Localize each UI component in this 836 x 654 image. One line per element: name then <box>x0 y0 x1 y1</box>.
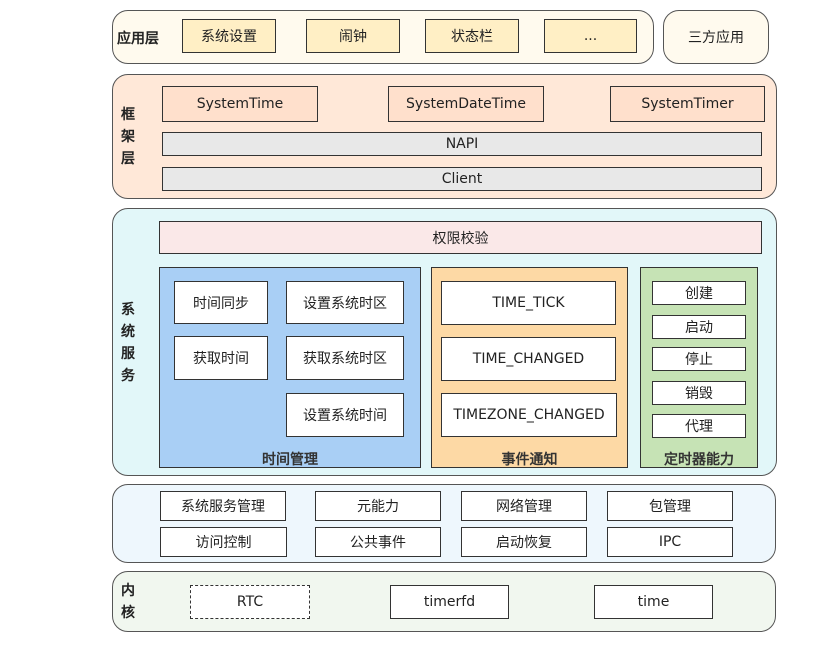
infra-access-control: 访问控制 <box>160 527 287 557</box>
time-item-set-time: 设置系统时间 <box>286 393 404 437</box>
app-item-alarm: 闹钟 <box>306 19 400 53</box>
infra-common-event: 公共事件 <box>315 527 441 557</box>
kernel-timerfd: timerfd <box>390 585 509 619</box>
timer-stop: 停止 <box>652 347 746 371</box>
permission-check: 权限校验 <box>159 221 762 254</box>
time-item-sync: 时间同步 <box>174 281 268 324</box>
label-char: 服 <box>121 346 135 362</box>
event-timezone-changed: TIMEZONE_CHANGED <box>441 393 617 437</box>
label-char: 系 <box>121 302 135 318</box>
kernel-layer-label: 内 核 <box>119 580 137 624</box>
timer-create: 创建 <box>652 281 746 305</box>
app-layer-label: 应用层 <box>117 31 159 47</box>
label-char: 框 <box>121 107 135 123</box>
kernel-rtc: RTC <box>190 585 310 619</box>
client-bar: Client <box>162 167 762 191</box>
kernel-time: time <box>594 585 713 619</box>
event-time-tick: TIME_TICK <box>441 281 616 325</box>
app-item-settings: 系统设置 <box>182 19 276 53</box>
infra-startup: 启动恢复 <box>461 527 587 557</box>
event-notification-title: 事件通知 <box>501 452 558 468</box>
service-layer-label: 系 统 服 务 <box>119 299 137 387</box>
timer-capability-title: 定时器能力 <box>664 452 734 468</box>
api-systemtimer: SystemTimer <box>610 86 765 122</box>
framework-layer-label: 框 架 层 <box>119 104 137 170</box>
infra-bundle: 包管理 <box>607 491 733 521</box>
label-char: 统 <box>121 324 135 340</box>
time-item-get-timezone: 获取系统时区 <box>286 336 404 380</box>
infra-ability: 元能力 <box>315 491 441 521</box>
label-char: 核 <box>121 605 135 621</box>
event-time-changed: TIME_CHANGED <box>441 337 616 381</box>
time-management-title: 时间管理 <box>262 452 318 468</box>
api-systemtime: SystemTime <box>162 86 318 122</box>
label-char: 层 <box>121 151 135 167</box>
infra-ipc: IPC <box>607 527 733 557</box>
label-char: 内 <box>121 583 135 599</box>
time-item-get-time: 获取时间 <box>174 336 268 380</box>
timer-proxy: 代理 <box>652 414 746 438</box>
third-party-app: 三方应用 <box>663 10 769 64</box>
time-item-set-timezone: 设置系统时区 <box>286 281 404 324</box>
timer-destroy: 销毁 <box>652 381 746 405</box>
app-item-more: ... <box>544 19 637 53</box>
api-systemdatetime: SystemDateTime <box>388 86 544 122</box>
infra-network: 网络管理 <box>461 491 587 521</box>
label-char: 架 <box>121 129 135 145</box>
label-char: 务 <box>121 368 135 384</box>
timer-start: 启动 <box>652 315 746 339</box>
app-item-statusbar: 状态栏 <box>425 19 519 53</box>
infra-samgr: 系统服务管理 <box>160 491 286 521</box>
napi-bar: NAPI <box>162 132 762 156</box>
